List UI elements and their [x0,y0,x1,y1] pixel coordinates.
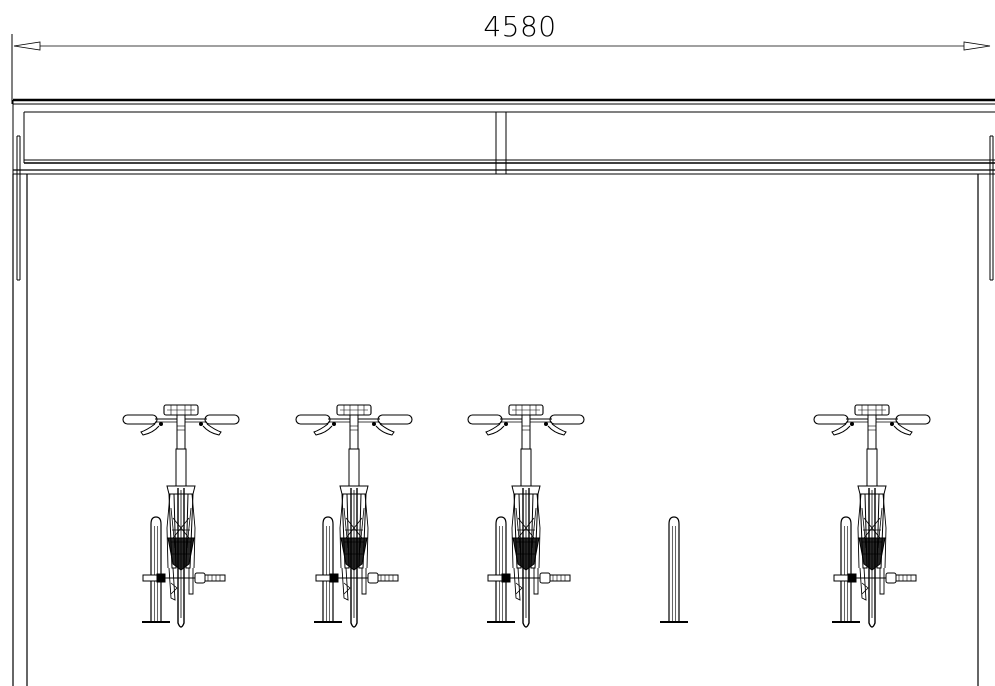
bike-stand-3 [486,516,516,623]
bike-bay-5 [813,404,931,628]
left-post [12,135,28,686]
bicycle-3 [467,404,585,628]
bike-stand-5 [831,516,861,623]
bike-stand-2 [313,516,343,623]
dimension-line [11,34,991,104]
bike-stand-4 [659,516,689,623]
bike-stand-1 [141,516,171,623]
bike-bay-1 [122,404,240,628]
bicycle-5 [813,404,931,628]
bike-bay-4-empty [659,516,689,623]
right-post [977,135,994,686]
bike-bay-2 [295,404,413,628]
roof-beam [12,98,995,175]
overall-width-dimension-label: 4580 [483,10,557,43]
bicycle-1 [122,404,240,628]
bike-bay-3 [467,404,585,628]
bicycle-2 [295,404,413,628]
